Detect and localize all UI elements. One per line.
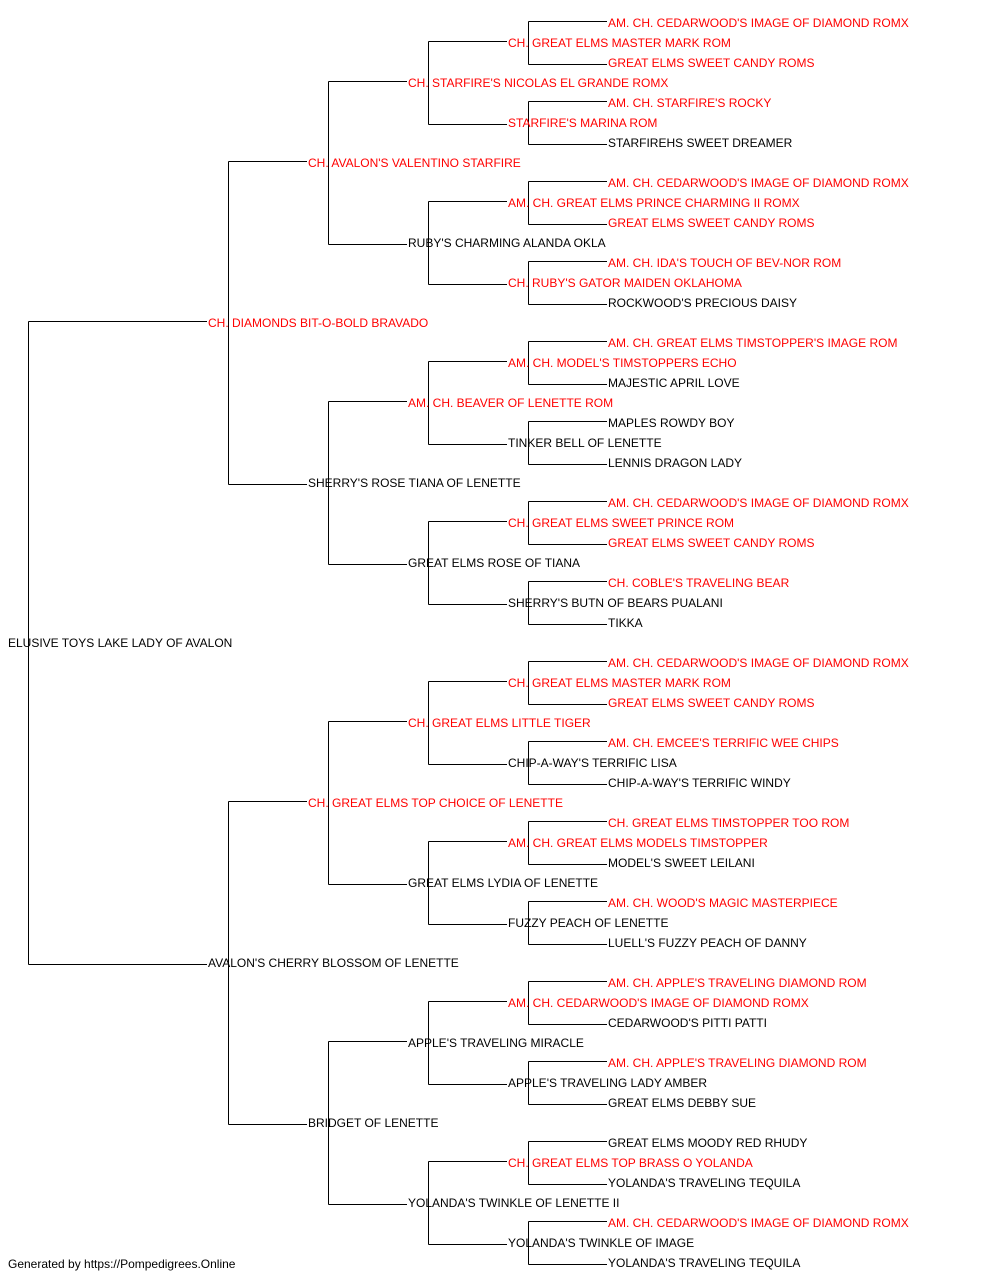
ancestor-gen5-name: AM. CH. APPLE'S TRAVELING DIAMOND ROM xyxy=(608,1056,867,1070)
ancestor-gen4-name: AM. CH. GREAT ELMS PRINCE CHARMING II RO… xyxy=(508,196,800,210)
ancestor-gen5-name: GREAT ELMS SWEET CANDY ROMS xyxy=(608,696,815,710)
ancestor-gen4-name: SHERRY'S BUTN OF BEARS PUALANI xyxy=(508,596,723,610)
ancestor-gen2-name: BRIDGET OF LENETTE xyxy=(308,1116,439,1130)
ancestor-gen5-name: STARFIREHS SWEET DREAMER xyxy=(608,136,793,150)
ancestor-gen1-name: CH. DIAMONDS BIT-O-BOLD BRAVADO xyxy=(208,316,429,330)
ancestor-gen5-name: LENNIS DRAGON LADY xyxy=(608,456,743,470)
ancestor-gen4-name: APPLE'S TRAVELING LADY AMBER xyxy=(508,1076,708,1090)
ancestor-gen5-name: MAJESTIC APRIL LOVE xyxy=(608,376,740,390)
ancestor-gen5-name: GREAT ELMS MOODY RED RHUDY xyxy=(608,1136,808,1150)
ancestor-gen3-name: APPLE'S TRAVELING MIRACLE xyxy=(408,1036,584,1050)
ancestor-gen5-name: AM. CH. CEDARWOOD'S IMAGE OF DIAMOND ROM… xyxy=(608,16,909,30)
generated-by-footer: Generated by https://Pompedigrees.Online xyxy=(8,1257,236,1271)
ancestor-gen4-name: AM. CH. MODEL'S TIMSTOPPERS ECHO xyxy=(508,356,737,370)
ancestor-gen4-name: STARFIRE'S MARINA ROM xyxy=(508,116,658,130)
ancestor-gen5-name: GREAT ELMS SWEET CANDY ROMS xyxy=(608,56,815,70)
ancestor-gen5-name: GREAT ELMS SWEET CANDY ROMS xyxy=(608,216,815,230)
ancestor-gen5-name: YOLANDA'S TRAVELING TEQUILA xyxy=(608,1256,801,1270)
ancestor-gen5-name: AM. CH. GREAT ELMS TIMSTOPPER'S IMAGE RO… xyxy=(608,336,898,350)
ancestor-gen5-name: AM. CH. STARFIRE'S ROCKY xyxy=(608,96,772,110)
ancestor-gen5-name: AM. CH. CEDARWOOD'S IMAGE OF DIAMOND ROM… xyxy=(608,176,909,190)
ancestor-gen4-name: CHIP-A-WAY'S TERRIFIC LISA xyxy=(508,756,677,770)
ancestor-gen5-name: AM. CH. CEDARWOOD'S IMAGE OF DIAMOND ROM… xyxy=(608,1216,909,1230)
ancestor-gen5-name: ROCKWOOD'S PRECIOUS DAISY xyxy=(608,296,797,310)
ancestor-gen5-name: TIKKA xyxy=(608,616,643,630)
ancestor-gen5-name: MODEL'S SWEET LEILANI xyxy=(608,856,755,870)
ancestor-gen4-name: CH. GREAT ELMS MASTER MARK ROM xyxy=(508,676,731,690)
ancestor-gen3-name: YOLANDA'S TWINKLE OF LENETTE II xyxy=(408,1196,620,1210)
ancestor-gen3-name: CH. STARFIRE'S NICOLAS EL GRANDE ROMX xyxy=(408,76,669,90)
ancestor-gen3-name: AM. CH. BEAVER OF LENETTE ROM xyxy=(408,396,614,410)
ancestor-gen5-name: CH. COBLE'S TRAVELING BEAR xyxy=(608,576,790,590)
ancestor-gen5-name: AM. CH. EMCEE'S TERRIFIC WEE CHIPS xyxy=(608,736,839,750)
ancestor-gen4-name: CH. GREAT ELMS SWEET PRINCE ROM xyxy=(508,516,735,530)
ancestor-gen4-name: CH. GREAT ELMS MASTER MARK ROM xyxy=(508,36,731,50)
ancestor-gen4-name: AM. CH. CEDARWOOD'S IMAGE OF DIAMOND ROM… xyxy=(508,996,809,1010)
ancestor-gen4-name: TINKER BELL OF LENETTE xyxy=(508,436,662,450)
ancestor-gen5-name: AM. CH. APPLE'S TRAVELING DIAMOND ROM xyxy=(608,976,867,990)
ancestor-gen5-name: LUELL'S FUZZY PEACH OF DANNY xyxy=(608,936,807,950)
ancestor-gen4-name: CH. GREAT ELMS TOP BRASS O YOLANDA xyxy=(508,1156,753,1170)
ancestor-gen5-name: GREAT ELMS DEBBY SUE xyxy=(608,1096,757,1110)
ancestor-gen5-name: GREAT ELMS SWEET CANDY ROMS xyxy=(608,536,815,550)
ancestor-gen4-name: CH. RUBY'S GATOR MAIDEN OKLAHOMA xyxy=(508,276,742,290)
ancestor-gen5-name: AM. CH. WOOD'S MAGIC MASTERPIECE xyxy=(608,896,838,910)
ancestor-gen2-name: CH. GREAT ELMS TOP CHOICE OF LENETTE xyxy=(308,796,563,810)
ancestor-gen2-name: CH. AVALON'S VALENTINO STARFIRE xyxy=(308,156,521,170)
ancestor-gen4-name: AM. CH. GREAT ELMS MODELS TIMSTOPPER xyxy=(508,836,768,850)
ancestor-gen2-name: SHERRY'S ROSE TIANA OF LENETTE xyxy=(308,476,521,490)
ancestor-gen3-name: RUBY'S CHARMING ALANDA OKLA xyxy=(408,236,606,250)
ancestor-gen5-name: YOLANDA'S TRAVELING TEQUILA xyxy=(608,1176,801,1190)
ancestor-gen5-name: CH. GREAT ELMS TIMSTOPPER TOO ROM xyxy=(608,816,850,830)
ancestor-gen3-name: GREAT ELMS ROSE OF TIANA xyxy=(408,556,581,570)
ancestor-gen4-name: FUZZY PEACH OF LENETTE xyxy=(508,916,669,930)
subject-dog-name: ELUSIVE TOYS LAKE LADY OF AVALON xyxy=(8,636,233,650)
ancestor-gen4-name: YOLANDA'S TWINKLE OF IMAGE xyxy=(508,1236,695,1250)
ancestor-gen5-name: AM. CH. CEDARWOOD'S IMAGE OF DIAMOND ROM… xyxy=(608,656,909,670)
ancestor-gen5-name: AM. CH. IDA'S TOUCH OF BEV-NOR ROM xyxy=(608,256,842,270)
ancestor-gen5-name: AM. CH. CEDARWOOD'S IMAGE OF DIAMOND ROM… xyxy=(608,496,909,510)
ancestor-gen3-name: CH. GREAT ELMS LITTLE TIGER xyxy=(408,716,591,730)
ancestor-gen5-name: CHIP-A-WAY'S TERRIFIC WINDY xyxy=(608,776,791,790)
ancestor-gen5-name: MAPLES ROWDY BOY xyxy=(608,416,735,430)
ancestor-gen5-name: CEDARWOOD'S PITTI PATTI xyxy=(608,1016,767,1030)
ancestor-gen3-name: GREAT ELMS LYDIA OF LENETTE xyxy=(408,876,599,890)
ancestor-gen1-name: AVALON'S CHERRY BLOSSOM OF LENETTE xyxy=(208,956,459,970)
